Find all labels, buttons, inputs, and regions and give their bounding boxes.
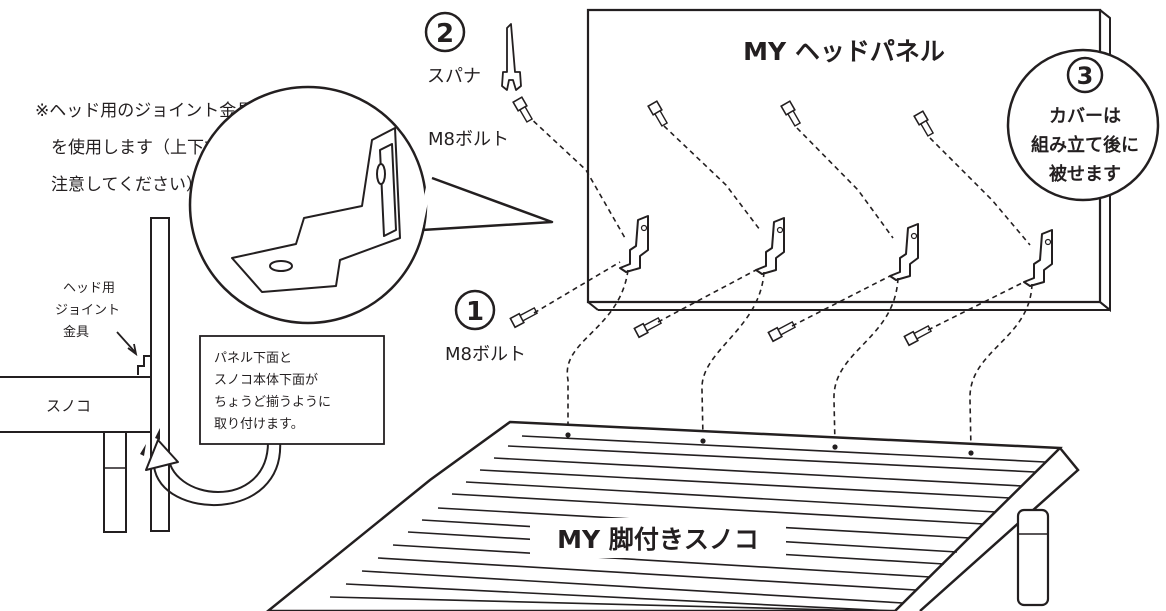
callout-line1: パネル下面と [214,351,292,366]
headboard-panel [586,8,1111,313]
joint-bracket-icon [231,127,401,293]
step-3-line2: 組み立て後に [1031,134,1139,156]
step-1-number: 1 [466,297,484,327]
side-bracket-label-line2: ジョイント [55,303,120,318]
step-2-number: 2 [436,19,454,49]
step-3-number: 3 [1077,62,1094,90]
step-3-line3: 被せます [1049,163,1121,185]
joint-note-line3: 注意してください） [51,175,203,195]
side-bracket-label-line3: 金具 [63,324,89,340]
curved-arrow-icon [145,439,282,507]
slatbed-title: MY 脚付きスノコ [557,525,759,554]
step-1-bolt-label: M8ボルト [445,344,526,365]
step-3-line1: カバーは [1049,106,1121,127]
alignment-callout: パネル下面と スノコ本体下面が ちょうど揃うように 取り付けます。 [199,335,385,445]
side-slat-label: スノコ [46,397,91,415]
callout-line3: ちょうど揃うように [214,394,331,410]
headboard-title: MY ヘッドパネル [743,37,945,66]
step-3-badge: 3 カバーは 組み立て後に 被せます [1006,48,1160,202]
wrench-icon [501,23,522,91]
lower-bolts [509,307,933,347]
step-2-bolt-label: M8ボルト [428,129,509,150]
headboard-bolts [647,100,935,137]
step-2-marker: 2 [424,11,466,53]
slat-bed [266,420,1080,611]
step-1-marker: 1 [454,289,496,331]
slatbed-title-bg [530,518,786,558]
callout-line2: スノコ本体下面が [214,373,318,388]
side-view [0,217,170,533]
m8-bolt-icon [512,96,534,123]
bracket-zoom-callout [188,85,554,325]
callout-line4: 取り付けます。 [214,417,304,432]
step-2-tool-label: スパナ [427,66,481,87]
side-bracket-label-line1: ヘッド用 [63,281,115,296]
joint-brackets [619,215,1053,287]
joint-note-line1: ※ヘッド用のジョイント金具 [35,101,253,121]
